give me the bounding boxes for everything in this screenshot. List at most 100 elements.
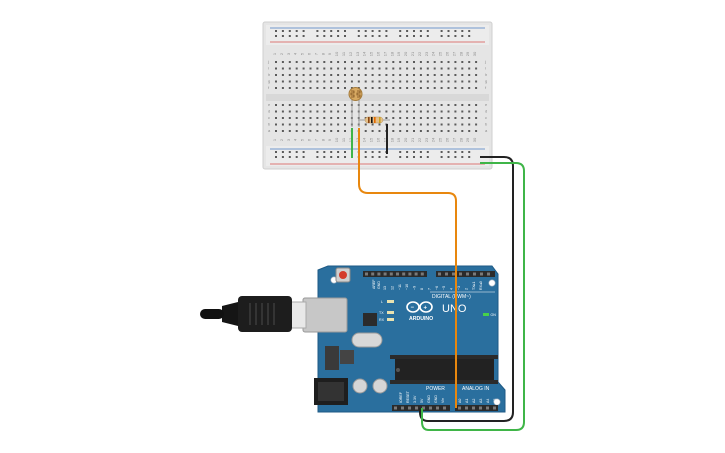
strip-hole[interactable] (426, 117, 429, 119)
strip-hole[interactable] (281, 104, 284, 106)
strip-hole[interactable] (413, 61, 415, 63)
strip-hole[interactable] (406, 117, 409, 119)
strip-hole[interactable] (433, 117, 436, 119)
strip-hole[interactable] (344, 110, 346, 113)
strip-hole[interactable] (323, 80, 326, 83)
strip-hole[interactable] (275, 110, 277, 113)
rail-hole[interactable] (281, 151, 284, 153)
strip-hole[interactable] (461, 87, 464, 89)
rail-hole[interactable] (323, 151, 326, 153)
rail-hole[interactable] (364, 156, 367, 158)
rail-hole[interactable] (357, 30, 360, 32)
rail-hole[interactable] (344, 35, 346, 37)
strip-hole[interactable] (364, 130, 367, 132)
strip-hole[interactable] (426, 80, 429, 83)
strip-hole[interactable] (371, 104, 374, 106)
strip-hole[interactable] (454, 117, 457, 119)
rail-hole[interactable] (344, 156, 346, 158)
strip-hole[interactable] (447, 80, 450, 83)
strip-hole[interactable] (468, 87, 471, 89)
strip-hole[interactable] (454, 110, 457, 113)
rail-hole[interactable] (399, 156, 402, 158)
pin-hole[interactable] (408, 406, 411, 410)
strip-hole[interactable] (385, 67, 388, 70)
strip-hole[interactable] (461, 104, 464, 106)
strip-hole[interactable] (364, 123, 367, 126)
rail-hole[interactable] (337, 35, 340, 37)
strip-hole[interactable] (468, 110, 471, 113)
pin-hole[interactable] (493, 406, 496, 410)
strip-hole[interactable] (392, 123, 395, 126)
strip-hole[interactable] (281, 80, 284, 83)
pin-hole[interactable] (443, 406, 446, 410)
strip-hole[interactable] (475, 80, 478, 83)
strip-hole[interactable] (440, 80, 443, 83)
rail-hole[interactable] (426, 35, 429, 37)
rail-hole[interactable] (440, 151, 443, 153)
strip-hole[interactable] (295, 117, 298, 119)
rail-hole[interactable] (419, 151, 422, 153)
strip-hole[interactable] (350, 74, 353, 76)
strip-hole[interactable] (302, 110, 305, 113)
strip-hole[interactable] (426, 87, 429, 89)
pin-hole[interactable] (396, 272, 399, 276)
strip-hole[interactable] (275, 61, 277, 63)
strip-hole[interactable] (447, 117, 450, 119)
strip-hole[interactable] (385, 104, 388, 106)
rail-hole[interactable] (357, 35, 360, 37)
strip-hole[interactable] (475, 117, 478, 119)
pin-hole[interactable] (472, 406, 475, 410)
strip-hole[interactable] (406, 74, 409, 76)
rail-hole[interactable] (413, 35, 415, 37)
strip-hole[interactable] (350, 80, 353, 83)
strip-hole[interactable] (399, 87, 402, 89)
rail-hole[interactable] (275, 151, 277, 153)
rail-hole[interactable] (378, 156, 381, 158)
rail-hole[interactable] (302, 35, 305, 37)
strip-hole[interactable] (419, 74, 422, 76)
pin-hole[interactable] (389, 272, 393, 276)
strip-hole[interactable] (316, 110, 319, 113)
rail-hole[interactable] (399, 35, 402, 37)
rail-hole[interactable] (426, 156, 429, 158)
rail-hole[interactable] (468, 35, 471, 37)
strip-hole[interactable] (288, 61, 291, 63)
strip-hole[interactable] (419, 87, 422, 89)
strip-hole[interactable] (337, 87, 340, 89)
strip-hole[interactable] (392, 67, 395, 70)
strip-hole[interactable] (316, 80, 319, 83)
strip-hole[interactable] (309, 130, 312, 132)
rail-hole[interactable] (378, 151, 381, 153)
strip-hole[interactable] (378, 61, 381, 63)
pin-hole[interactable] (466, 272, 469, 276)
pin-hole[interactable] (420, 272, 424, 276)
strip-hole[interactable] (316, 104, 319, 106)
strip-hole[interactable] (399, 80, 402, 83)
rail-hole[interactable] (323, 156, 326, 158)
strip-hole[interactable] (406, 67, 409, 70)
strip-hole[interactable] (364, 74, 367, 76)
strip-hole[interactable] (475, 67, 478, 70)
strip-hole[interactable] (468, 104, 471, 106)
pin-hole[interactable] (480, 272, 483, 276)
strip-hole[interactable] (288, 74, 291, 76)
strip-hole[interactable] (275, 130, 277, 132)
strip-hole[interactable] (454, 130, 457, 132)
strip-hole[interactable] (364, 67, 367, 70)
pin-hole[interactable] (473, 272, 476, 276)
strip-hole[interactable] (454, 123, 457, 126)
strip-hole[interactable] (337, 74, 340, 76)
rail-hole[interactable] (302, 156, 305, 158)
strip-hole[interactable] (461, 80, 464, 83)
strip-hole[interactable] (440, 130, 443, 132)
pin-hole[interactable] (414, 272, 418, 276)
strip-hole[interactable] (461, 130, 464, 132)
strip-hole[interactable] (447, 67, 450, 70)
strip-hole[interactable] (323, 87, 326, 89)
strip-hole[interactable] (461, 123, 464, 126)
strip-hole[interactable] (288, 87, 291, 89)
strip-hole[interactable] (447, 61, 450, 63)
strip-hole[interactable] (323, 130, 326, 132)
strip-hole[interactable] (392, 74, 395, 76)
